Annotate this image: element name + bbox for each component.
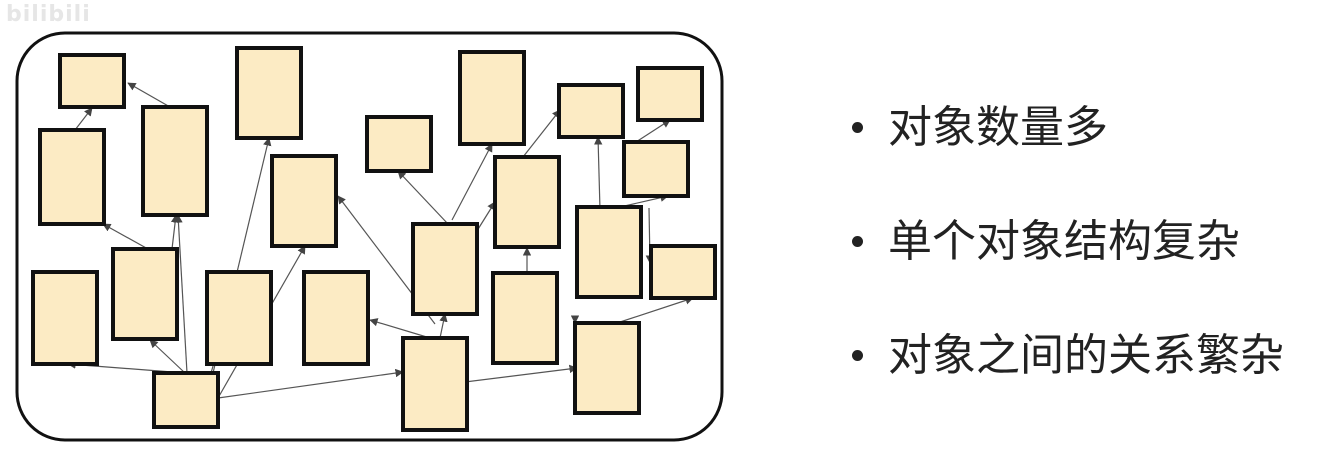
bullet-text: 对象数量多 xyxy=(888,102,1108,153)
object-box-2 xyxy=(141,105,209,217)
object-box-5 xyxy=(458,50,526,146)
bullet-list: 对象数量多 单个对象结构复杂 对象之间的关系繁杂 xyxy=(850,100,1284,442)
bullet-item: 对象数量多 xyxy=(850,100,1284,156)
relation-arrow-1 xyxy=(127,82,171,108)
relation-arrow-25 xyxy=(635,119,671,143)
object-box-19 xyxy=(152,371,220,429)
relation-arrow-0 xyxy=(74,107,93,131)
object-box-6 xyxy=(557,83,625,139)
object-box-18 xyxy=(649,244,717,300)
object-box-16 xyxy=(491,271,559,365)
bullet-item: 对象之间的关系繁杂 xyxy=(850,328,1284,384)
object-box-10 xyxy=(493,155,561,249)
relation-arrow-6 xyxy=(174,214,188,374)
relation-arrow-21 xyxy=(594,136,603,211)
object-box-3 xyxy=(235,46,303,140)
object-box-12 xyxy=(111,247,179,341)
object-box-20 xyxy=(401,336,469,432)
object-box-14 xyxy=(302,270,370,366)
object-box-0 xyxy=(58,53,126,109)
relation-arrow-11 xyxy=(369,318,431,339)
relation-arrow-17 xyxy=(522,109,561,158)
object-box-1 xyxy=(38,128,106,226)
relation-arrow-4 xyxy=(149,339,186,374)
bullet-dot-icon xyxy=(852,350,863,361)
relation-arrow-19 xyxy=(464,364,578,383)
bullet-dot-icon xyxy=(852,236,863,247)
object-box-9 xyxy=(270,154,338,248)
relation-arrow-15 xyxy=(451,143,493,221)
object-box-13 xyxy=(205,270,273,366)
object-box-11 xyxy=(31,270,99,366)
relation-arrow-12 xyxy=(439,313,448,339)
relation-arrow-10 xyxy=(217,368,404,399)
object-graph-diagram xyxy=(15,31,724,442)
object-box-7 xyxy=(636,66,704,122)
relation-arrow-14 xyxy=(397,170,449,225)
relation-arrow-20 xyxy=(616,296,694,324)
object-box-4 xyxy=(365,115,433,173)
object-box-8 xyxy=(622,140,690,198)
relation-arrow-2 xyxy=(102,223,149,250)
bullet-dot-icon xyxy=(852,122,863,133)
bullet-text: 单个对象结构复杂 xyxy=(888,216,1240,267)
object-box-17 xyxy=(575,205,643,299)
bilibili-watermark-logo: bilibili xyxy=(6,2,91,27)
bullet-text: 对象之间的关系繁杂 xyxy=(888,330,1284,381)
object-box-15 xyxy=(411,222,479,316)
bullet-item: 单个对象结构复杂 xyxy=(850,214,1284,270)
box-layer xyxy=(31,46,717,432)
object-box-21 xyxy=(573,321,641,415)
